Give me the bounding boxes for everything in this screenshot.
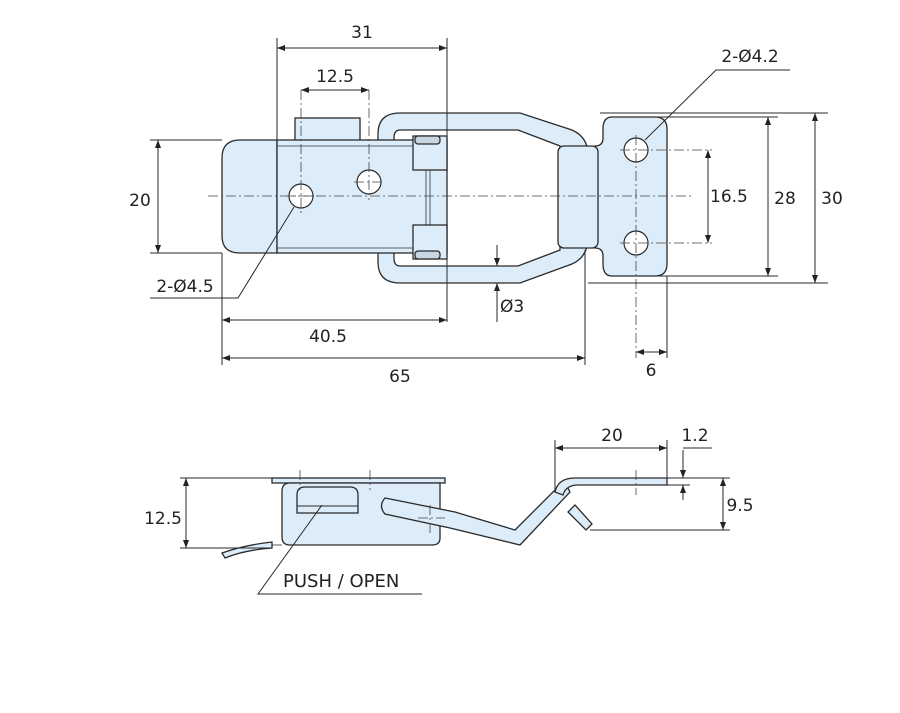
body-end	[221, 139, 278, 254]
top-view: 31 12.5 20 2-Ø4.5 40.5 65 Ø3 6 16.5	[129, 23, 843, 387]
dim-28: 28	[774, 189, 796, 209]
keeper-block	[557, 145, 599, 249]
dim-40-5: 40.5	[309, 327, 347, 347]
dim-wire-dia: Ø3	[500, 297, 524, 317]
dim-side-12-5: 12.5	[144, 509, 182, 529]
tab	[294, 117, 361, 143]
dim-30: 30	[821, 189, 843, 209]
dim-31: 31	[351, 23, 373, 43]
push-button	[296, 486, 359, 514]
side-keeper	[554, 477, 668, 496]
dim-12-5: 12.5	[316, 67, 354, 87]
dim-16-5: 16.5	[710, 187, 748, 207]
keeper-plate	[594, 116, 668, 277]
dim-thickness-1-2: 1.2	[681, 426, 708, 446]
dim-keeper-20: 20	[601, 426, 623, 446]
side-view: 12.5 20 1.2 9.5 PUSH / OPEN	[144, 426, 754, 595]
dim-offset-9-5: 9.5	[726, 496, 753, 516]
dim-20: 20	[129, 191, 151, 211]
dim-holes-body: 2-Ø4.5	[156, 277, 213, 297]
dim-6: 6	[646, 361, 657, 381]
push-open-label: PUSH / OPEN	[283, 571, 399, 592]
dim-65: 65	[389, 367, 411, 387]
dim-holes-keeper: 2-Ø4.2	[721, 47, 778, 67]
